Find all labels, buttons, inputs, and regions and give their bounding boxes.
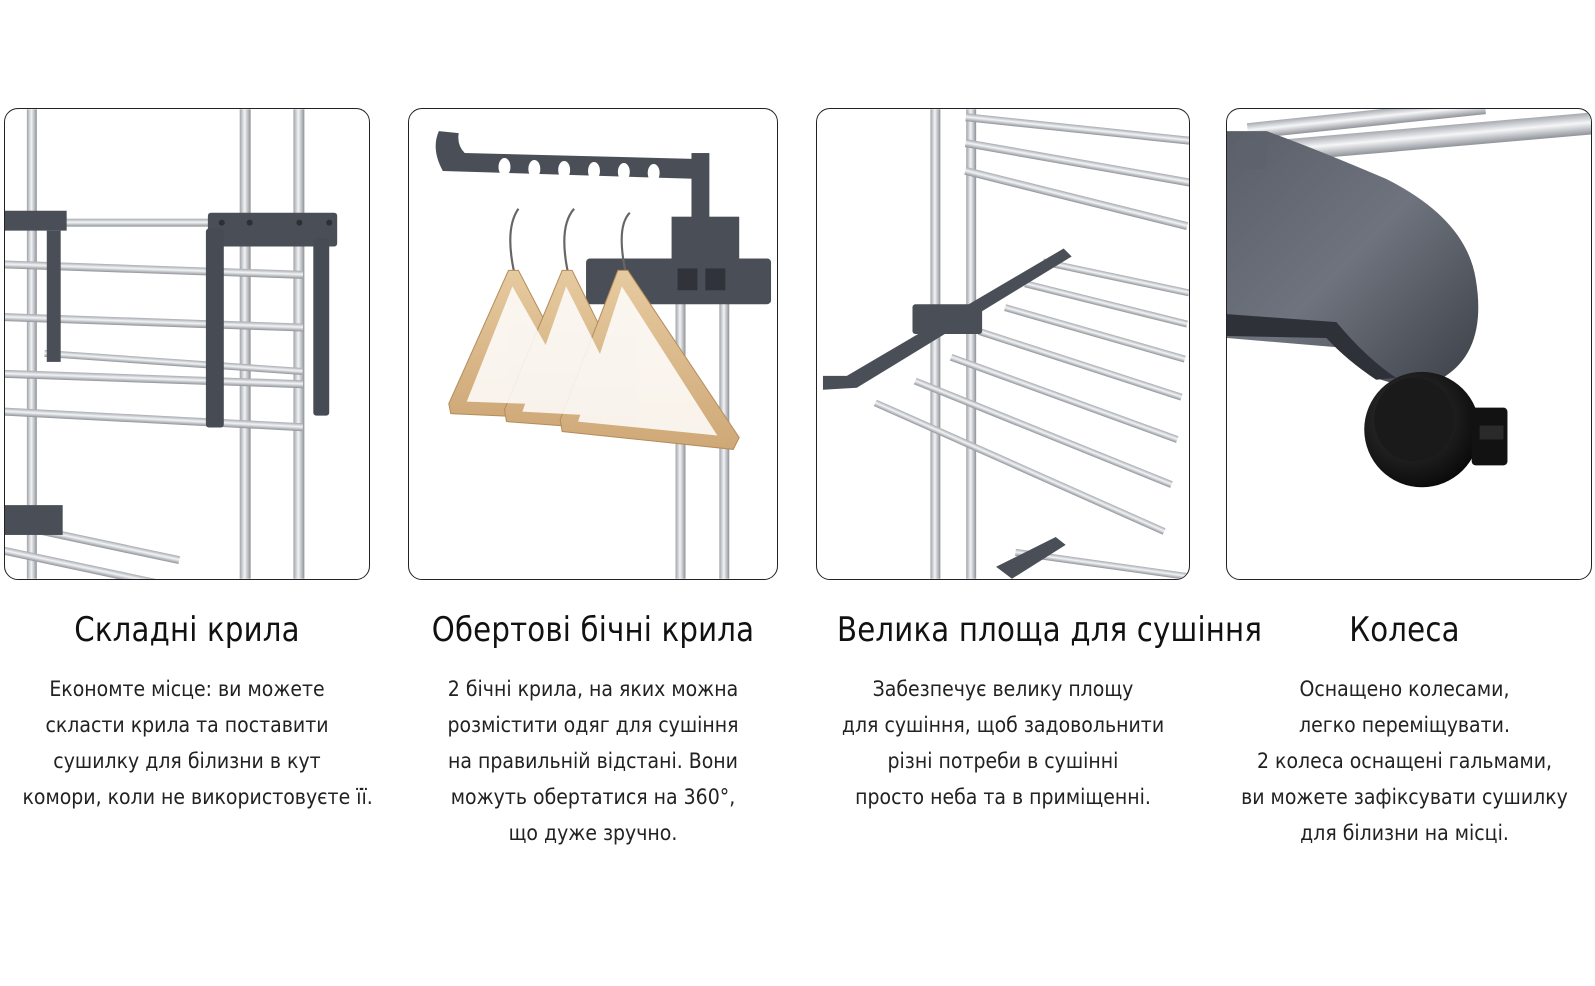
feature-title: Велика площа для сушіння xyxy=(837,610,1263,650)
feature-title: Обертові бічні крила xyxy=(431,610,755,650)
feature-title: Складні крила xyxy=(74,610,300,650)
feature-card-folding-wings xyxy=(4,108,370,580)
description-line: скласти крила та поставити xyxy=(45,713,329,738)
description-line: Економте місце: ви можете xyxy=(49,677,325,702)
feature-column-large-area: Велика площа для сушіння Забезпечує вели… xyxy=(810,610,1263,816)
feature-description: 2 бічні крила, на яких можна розмістити … xyxy=(425,672,761,852)
description-line: на правильній відстані. Вони xyxy=(448,749,738,774)
feature-column-wheels: Колеса Оснащено колесами, легко переміщу… xyxy=(1214,610,1595,852)
feature-description: Забезпечує велику площу для сушіння, щоб… xyxy=(833,672,1173,816)
description-line: для сушіння, щоб задовольнити xyxy=(841,713,1165,738)
feature-title: Колеса xyxy=(1349,610,1460,650)
feature-description: Оснащено колесами, легко переміщувати. 2… xyxy=(1237,672,1572,852)
large-drying-area-illustration xyxy=(822,109,1189,579)
description-line: для білизни на місці. xyxy=(1300,821,1509,846)
description-line: просто неба та в приміщенні. xyxy=(855,785,1151,810)
description-line: 2 бічні крила, на яких можна xyxy=(447,677,739,702)
description-line: Забезпечує велику площу xyxy=(872,677,1134,702)
description-line: Оснащено колесами, xyxy=(1299,677,1510,702)
description-line: можуть обертатися на 360°, xyxy=(450,785,736,810)
description-line: сушилку для білизни в кут xyxy=(53,749,321,774)
description-line: комори, коли не використовуєте її. xyxy=(22,785,373,810)
description-line: легко переміщувати. xyxy=(1299,713,1510,738)
wheels-illustration xyxy=(1227,109,1591,488)
feature-card-wheels xyxy=(1226,108,1592,580)
description-line: 2 колеса оснащені гальмами, xyxy=(1256,749,1553,774)
feature-card-large-area xyxy=(816,108,1190,580)
description-line: розмістити одяг для сушіння xyxy=(447,713,739,738)
description-line: ви можете зафіксувати сушилку xyxy=(1241,785,1568,810)
rotating-side-wings-illustration xyxy=(435,131,772,579)
feature-card-rotating-wings xyxy=(408,108,778,580)
feature-column-folding-wings: Складні крила Економте місце: ви можете … xyxy=(0,610,374,816)
folding-wings-illustration xyxy=(5,109,338,579)
feature-column-rotating-wings: Обертові бічні крила 2 бічні крила, на я… xyxy=(402,610,784,852)
feature-description: Економте місце: ви можете скласти крила … xyxy=(22,672,373,816)
description-line: що дуже зручно. xyxy=(508,821,678,846)
description-line: різні потреби в сушінні xyxy=(887,749,1119,774)
